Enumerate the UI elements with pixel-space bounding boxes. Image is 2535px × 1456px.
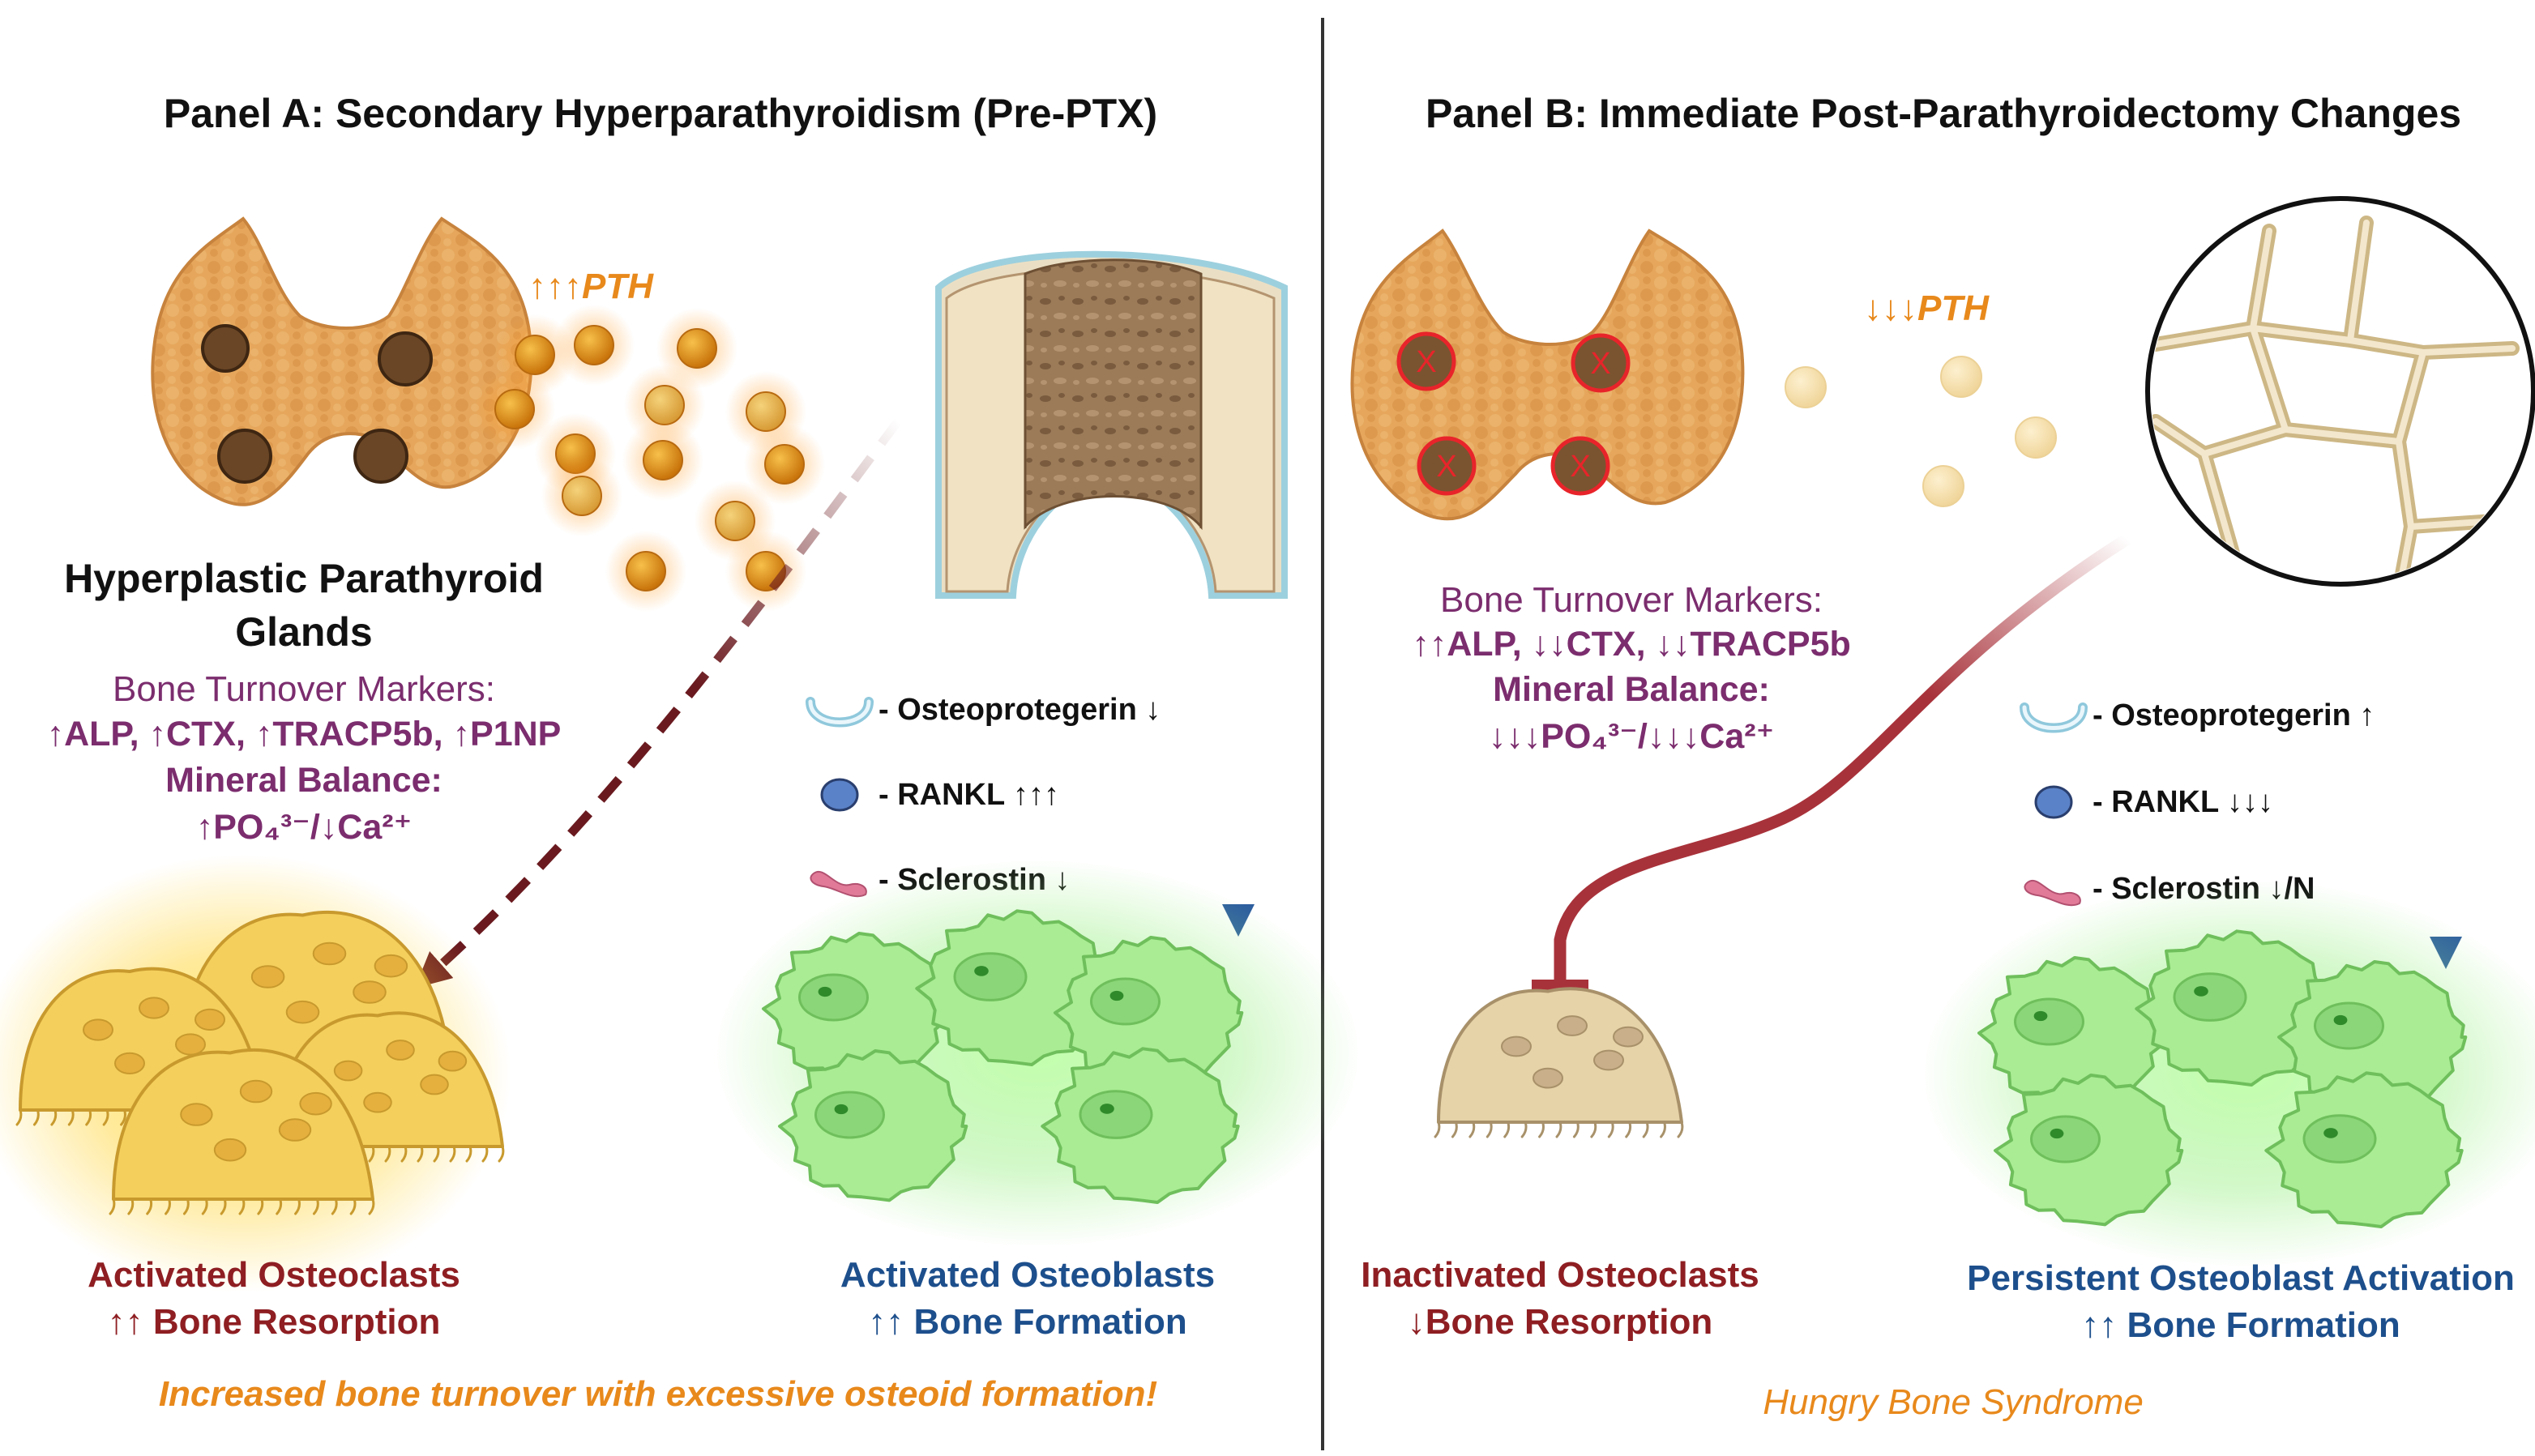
pth-molecule xyxy=(515,335,555,375)
osteoclast-cluster-a xyxy=(15,911,505,1215)
osteoblast-cell xyxy=(2135,929,2334,1087)
removed-mark-icon: X xyxy=(1436,450,1456,484)
osteoclast-label-a-line1: Activated Osteoclasts xyxy=(88,1255,460,1295)
inactive-osteoclast xyxy=(1434,987,1684,1138)
removed-parathyroid-nodule: X xyxy=(1417,436,1477,496)
osteoblast-cell xyxy=(778,1049,968,1202)
osteoblast-cluster-a xyxy=(762,909,1244,1204)
osteoclast-label-b-line1: Inactivated Osteoclasts xyxy=(1361,1255,1759,1295)
panel-a-title: Panel A: Secondary Hyperparathyroidism (… xyxy=(164,91,1157,136)
panel-a: Panel A: Secondary Hyperparathyroidism (… xyxy=(0,91,1362,1414)
pth-molecule xyxy=(715,501,755,541)
osteoblast-cell xyxy=(915,909,1114,1066)
pth-molecule xyxy=(1940,356,1982,398)
mineral-values-b: ↓↓↓PO₄³⁻/↓↓↓Ca²⁺ xyxy=(1489,717,1775,756)
osteoprotegerin-icon xyxy=(806,697,874,728)
inhibition-line xyxy=(1554,533,2131,984)
osteoclast-label-b-line2: ↓Bone Resorption xyxy=(1408,1302,1712,1342)
pth-label-a: ↑↑↑PTH xyxy=(528,267,654,306)
legend-text: - Osteoprotegerin ↑ xyxy=(2093,698,2375,732)
legend-row: - Osteoprotegerin ↓ xyxy=(806,693,1161,728)
footer-b: Hungry Bone Syndrome xyxy=(1763,1382,2144,1422)
osteoblast-cell xyxy=(1041,1047,1240,1204)
parathyroid-nodule xyxy=(201,324,250,373)
gland-label-line2: Glands xyxy=(235,609,372,655)
legend-row: - RANKL ↑↑↑ xyxy=(820,778,1059,812)
osteoblast-cell xyxy=(1977,956,2168,1109)
osteoblast-cell xyxy=(2264,1071,2464,1228)
pth-molecule xyxy=(494,389,535,429)
parathyroid-gland-b: X X X X xyxy=(1350,228,1745,521)
bone-cross-section xyxy=(935,250,1288,599)
parathyroid-gland-a xyxy=(151,216,533,506)
gland-label-line1: Hyperplastic Parathyroid xyxy=(64,556,544,601)
removed-mark-icon: X xyxy=(1590,347,1610,381)
legend-row: - Osteoprotegerin ↑ xyxy=(2020,698,2375,733)
removed-mark-icon: X xyxy=(1416,345,1436,379)
osteoclast-label-a-line2: ↑↑ Bone Resorption xyxy=(108,1302,441,1342)
sclerostin-icon xyxy=(2024,879,2081,907)
pth-molecule xyxy=(562,476,602,516)
osteoblast-label-b-line1: Persistent Osteoblast Activation xyxy=(1967,1258,2515,1298)
pth-molecule xyxy=(677,328,717,369)
pth-molecule xyxy=(1922,465,1964,507)
removed-mark-icon: X xyxy=(1570,450,1590,484)
osteoclast-cell xyxy=(109,1048,375,1215)
pth-molecule xyxy=(626,551,666,591)
markers-heading-a: Bone Turnover Markers: xyxy=(113,669,495,709)
removed-parathyroid-nodule: X xyxy=(1396,331,1456,391)
footer-a: Increased bone turnover with excessive o… xyxy=(159,1374,1157,1414)
legend-row: - RANKL ↓↓↓ xyxy=(2034,785,2273,819)
osteoblast-label-a-line2: ↑↑ Bone Formation xyxy=(868,1302,1187,1342)
pth-molecule xyxy=(574,325,614,365)
panel-b-title: Panel B: Immediate Post-Parathyroidectom… xyxy=(1426,91,2461,136)
markers-values-a: ↑ALP, ↑CTX, ↑TRACP5b, ↑P1NP xyxy=(47,715,562,754)
markers-heading-b: Bone Turnover Markers: xyxy=(1440,580,1823,620)
osteoblast-cell xyxy=(1994,1074,2184,1227)
pth-label-b: ↓↓↓PTH xyxy=(1864,288,1990,328)
legend-text: - RANKL ↑↑↑ xyxy=(878,778,1059,812)
markers-values-b: ↑↑ALP, ↓↓CTX, ↓↓TRACP5b xyxy=(1412,625,1851,664)
legend-text: - RANKL ↓↓↓ xyxy=(2093,785,2273,819)
osteoblast-cluster-b xyxy=(1977,929,2468,1228)
osteoclast-cell xyxy=(1434,987,1684,1138)
osteoprotegerin-icon xyxy=(2020,702,2088,733)
parathyroid-nodule xyxy=(378,331,433,386)
mineral-heading-b: Mineral Balance: xyxy=(1493,670,1770,709)
legend-text: - Osteoprotegerin ↓ xyxy=(878,693,1161,727)
osteoblast-label-a-line1: Activated Osteoblasts xyxy=(840,1255,1215,1295)
pth-molecule xyxy=(2015,416,2057,459)
pth-molecules-b xyxy=(1785,356,2057,507)
mineral-heading-a: Mineral Balance: xyxy=(165,761,442,800)
removed-parathyroid-nodule: X xyxy=(1550,436,1610,496)
osteoblast-label-b-line2: ↑↑ Bone Formation xyxy=(2081,1305,2400,1345)
mineral-values-a: ↑PO₄³⁻/↓Ca²⁺ xyxy=(196,808,413,847)
pth-molecule xyxy=(764,444,805,485)
regulator-legend-b: - Osteoprotegerin ↑- RANKL ↓↓↓- Sclerost… xyxy=(2020,698,2375,907)
panel-b: Panel B: Immediate Post-Parathyroidectom… xyxy=(1350,91,2535,1422)
removed-parathyroid-nodule: X xyxy=(1571,333,1631,393)
pth-molecule xyxy=(1785,366,1827,408)
magnified-bone-circle xyxy=(2145,196,2535,587)
parathyroid-nodule xyxy=(353,429,408,484)
parathyroid-nodule xyxy=(217,429,272,484)
rankl-icon xyxy=(2034,785,2073,819)
pth-to-osteoclast-arrow xyxy=(414,418,902,988)
pth-molecule xyxy=(644,385,685,425)
pth-molecule xyxy=(643,440,683,480)
rankl-icon xyxy=(820,778,859,812)
